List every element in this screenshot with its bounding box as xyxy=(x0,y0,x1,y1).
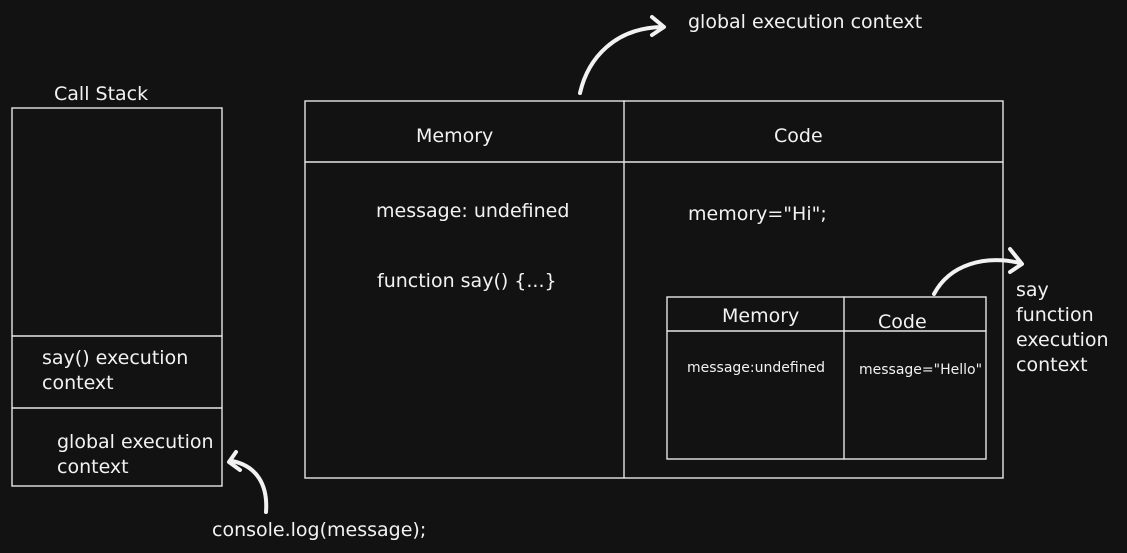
global-context-pointer-arrow xyxy=(578,15,666,95)
say-code-header: Code xyxy=(878,311,927,333)
call-stack-frame-say: say() execution context xyxy=(42,347,189,394)
call-stack-title: Call Stack xyxy=(54,83,149,105)
call-stack-box xyxy=(11,107,223,487)
say-memory-header: Memory xyxy=(722,305,800,327)
say-code-item: message="Hello" xyxy=(859,362,983,378)
global-context-box xyxy=(304,100,1004,479)
global-code-item-assignment: memory="Hi"; xyxy=(688,203,827,225)
console-log-statement: console.log(message); xyxy=(212,519,427,541)
global-memory-item-say: function say() {...} xyxy=(377,270,557,292)
say-context-box xyxy=(666,296,987,460)
console-log-pointer-arrow xyxy=(227,450,269,514)
global-context-label: global execution context xyxy=(688,11,923,33)
say-context-pointer-arrow xyxy=(932,247,1024,296)
say-context-label: say function execution context xyxy=(1016,279,1109,376)
global-memory-item-message: message: undefined xyxy=(376,200,570,222)
global-memory-header: Memory xyxy=(416,125,494,147)
say-memory-item: message:undefined xyxy=(687,360,826,376)
global-code-header: Code xyxy=(774,125,823,147)
call-stack-frame-global: global execution context xyxy=(57,431,214,478)
